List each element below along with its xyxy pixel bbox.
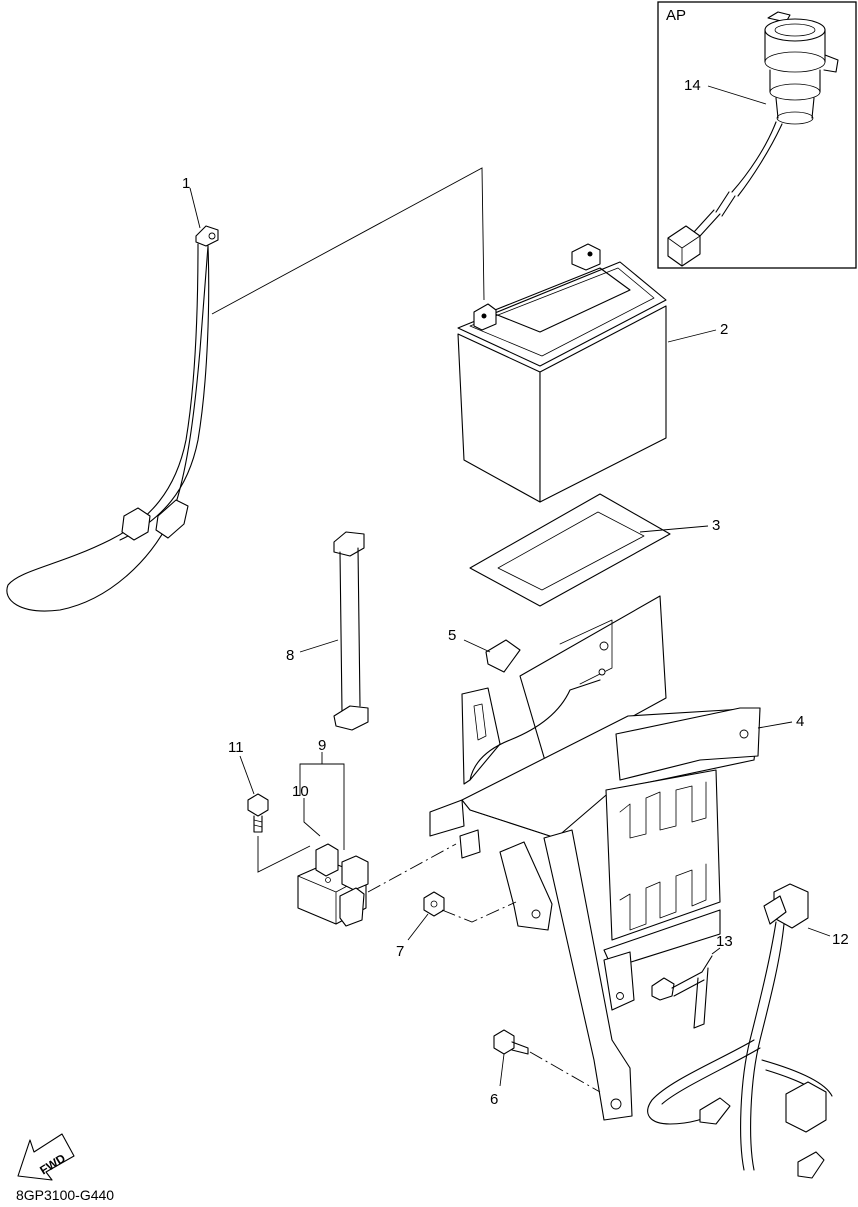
battery-strap-8 <box>333 531 369 731</box>
callout-5: 5 <box>448 627 456 644</box>
leader-nut-7 <box>441 901 517 923</box>
callout-12: 12 <box>832 931 849 948</box>
starter-relay-9 <box>297 843 369 927</box>
battery-lead-1 <box>6 225 219 612</box>
inset-ap: AP <box>657 1 857 269</box>
callout-14: 14 <box>684 77 701 94</box>
callout-11: 11 <box>228 739 244 756</box>
sub-harness-12 <box>647 883 833 1179</box>
leader-relay <box>367 843 457 893</box>
bolt-6 <box>493 1029 529 1055</box>
fwd-arrow-icon: FWD <box>17 1133 75 1181</box>
bolt-11 <box>247 793 269 833</box>
callout-1: 1 <box>182 175 190 192</box>
callout-9: 9 <box>318 737 326 754</box>
battery-2 <box>457 243 667 503</box>
cable-tie-13 <box>651 955 713 1029</box>
leader-bolt-6 <box>529 1051 601 1093</box>
callout-4: 4 <box>796 713 804 730</box>
accessory-socket-14 <box>667 11 839 267</box>
leader-bolt-11 <box>257 836 311 873</box>
callout-2: 2 <box>720 321 728 338</box>
callout-3: 3 <box>712 517 720 534</box>
callout-6: 6 <box>490 1091 498 1108</box>
inset-label: AP <box>666 7 686 24</box>
callout-7: 7 <box>396 943 404 960</box>
callout-13: 13 <box>716 933 733 950</box>
leader-part-1 <box>211 167 485 315</box>
callout-10: 10 <box>292 783 309 800</box>
battery-pad-3 <box>469 493 671 607</box>
part-code: 8GP3100-G440 <box>16 1187 114 1203</box>
pad-5 <box>485 639 521 673</box>
callout-8: 8 <box>286 647 294 664</box>
nut-7 <box>423 891 445 917</box>
callout-labels: 1 2 3 4 5 6 7 8 9 10 11 12 13 14 <box>182 77 849 1108</box>
battery-box-4 <box>429 595 761 1121</box>
